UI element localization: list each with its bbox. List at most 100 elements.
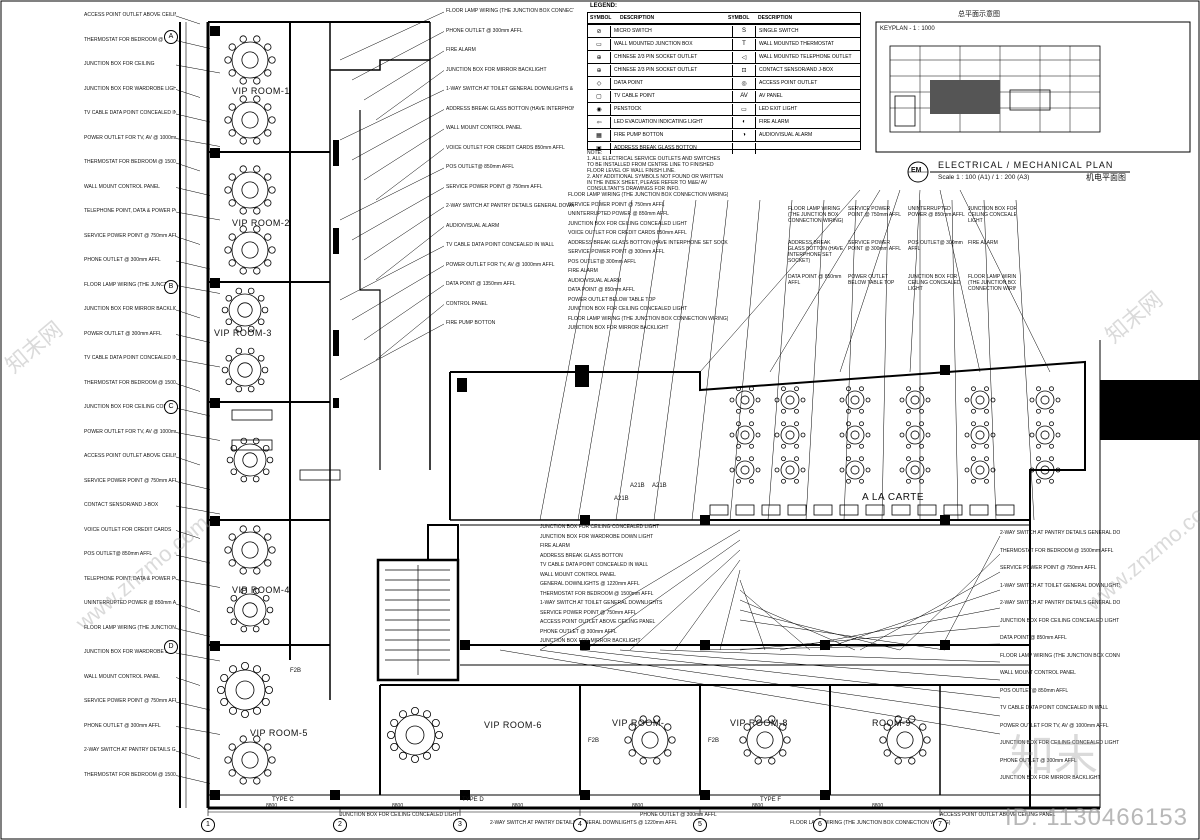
leader-line — [339, 323, 445, 381]
round-table — [224, 525, 276, 575]
grid-bubble-column: 1 — [201, 818, 215, 832]
leader-line — [339, 89, 445, 141]
booth-seat — [735, 504, 755, 516]
annotation-note: SERVICE POWER POINT @ 750mm AFFL — [540, 609, 637, 616]
annotation-note: JUNCTION BOX FOR MIRROR BACKLIGHT — [568, 325, 669, 331]
round-table — [1029, 386, 1061, 414]
round-table — [224, 225, 276, 275]
annotation-note: PHONE OUTLET @ 300mm AFFL — [446, 27, 523, 34]
grid-bubble-column: 3 — [453, 818, 467, 832]
annotation-note: WALL MOUNT CONTROL PANEL — [1000, 670, 1076, 676]
annotation-column-left: ACCESS POINT OUTLET ABOVE CEILING PANELT… — [84, 12, 176, 802]
annotation-note: TV CABLE DATA POINT CONCEALED IN WALL — [1000, 705, 1109, 711]
annotation-note: POWER OUTLET FOR TV, AV @ 1000mm AFFL — [84, 428, 176, 435]
legend-row: ⇦LED EVACUATION INDICATING LIGHT◐FIRE AL… — [588, 115, 860, 128]
annotation-note: POWER OUTLET BELOW TABLE TOP — [568, 296, 656, 303]
leader-line — [175, 432, 221, 441]
leader-line — [363, 50, 445, 101]
round-table — [899, 456, 931, 484]
annotation-note: PHONE OUTLET @ 300mm AFFL — [540, 628, 617, 635]
booth-seat — [891, 504, 911, 516]
round-table — [739, 715, 791, 765]
annotation-note: POS OUTLET@ 850mm AFFL — [1000, 687, 1069, 694]
round-table — [729, 456, 761, 484]
annotation-leader-lines — [175, 11, 1051, 784]
keyplan — [875, 21, 1191, 153]
dimension-label: 8800 — [266, 803, 278, 809]
annotation-note: POS OUTLET@ 850mm AFFL — [446, 164, 515, 170]
annotation-note: FLOOR LAMP WIRING (THE JUNCTION BOX CONN… — [568, 315, 728, 322]
type-label-d: TYPE D — [462, 797, 484, 803]
annotation-note: JUNCTION BOX FOR CEILING CONCEALED LIGHT — [968, 206, 1016, 224]
legend-symbol-icon: ⊘ — [588, 25, 611, 37]
round-table — [1029, 456, 1061, 484]
leader-line — [175, 481, 211, 490]
leader-line — [175, 652, 221, 662]
annotation-note: AUDIO/VISUAL ALARM — [568, 277, 622, 284]
annotation-note: POWER OUTLET BELOW TABLE TOP — [848, 274, 895, 286]
legend-description: SINGLE SWITCH — [759, 28, 799, 34]
room-label-a-la-carte: A LA CARTE — [862, 492, 925, 503]
leader-line — [839, 189, 901, 373]
annotation-note: TELEPHONE POINT, DATA & POWER POINTS @ 7… — [84, 575, 176, 582]
annotation-note: TV CABLE DATA POINT CONCEALED IN WALL — [84, 110, 176, 116]
dimension-label: 8800 — [752, 803, 764, 809]
leader-line — [699, 643, 1001, 651]
annotation-note: DATA POINT @ 850mm AFFL — [1000, 635, 1067, 641]
annotation-note: GENERAL DOWNLIGHTS @ 1220mm AFFL — [540, 581, 640, 587]
round-table — [774, 386, 806, 414]
annotation-note: DATA POINT @ 850mm AFFL — [568, 287, 635, 293]
tag-f2b: F2B — [588, 738, 600, 744]
annotation-note: 1-WAY SWITCH AT TOILET GENERAL DOWNLIGHT… — [1000, 582, 1120, 589]
legend-description: CONTACT SENSOR/AND J-BOX — [759, 67, 834, 73]
grid-bubble-column: 2 — [333, 818, 347, 832]
annotation-note: VOICE OUTLET FOR CREDIT CARDS 850mm AFFL — [568, 230, 687, 236]
tag-a21b: A21B — [630, 483, 645, 489]
leader-line — [175, 628, 211, 637]
leader-line — [805, 199, 825, 521]
legend-description: LED EXIT LIGHT — [759, 106, 798, 112]
booth-seat — [709, 504, 729, 516]
legend-description: FIRE PUMP BOTTON — [611, 129, 733, 141]
annotation-note: THERMOSTAT FOR BEDROOM @ 1500mm AFFL — [1000, 547, 1114, 554]
leader-line — [175, 579, 221, 588]
annotation-note: WALL MOUNT CONTROL PANEL — [84, 183, 160, 190]
leader-line — [729, 199, 761, 521]
grid-bubble-row: B — [164, 280, 178, 294]
legend-description: WALL MOUNTED JUNCTION BOX — [611, 38, 733, 50]
round-table — [386, 707, 443, 764]
leader-line — [339, 245, 445, 301]
tag-a21b: A21B — [614, 496, 629, 502]
annotation-note: WALL MOUNT CONTROL PANEL — [540, 571, 616, 578]
legend-symbol-icon: T — [733, 38, 756, 50]
booth-seat — [969, 504, 989, 516]
leader-line — [739, 599, 856, 651]
legend-row: ◇DATA POINT◎ACCESS POINT OUTLET — [588, 76, 860, 89]
round-table — [221, 347, 269, 393]
annotation-note: FLOOR LAMP WIRING (THE JUNCTION BOX CONN… — [1000, 652, 1120, 659]
leader-line — [375, 70, 445, 121]
leader-line — [175, 15, 201, 25]
annotation-note: JUNCTION BOX FOR CEILING CONCEALED LIGHT — [540, 524, 660, 530]
annotation-note: FIRE ALARM — [568, 268, 598, 274]
annotation-note: JUNCTION BOX FOR CEILING CONCEALED LIGHT — [340, 812, 460, 818]
leader-line — [175, 187, 211, 196]
leader-line — [959, 189, 1051, 373]
annotation-note: JUNCTION BOX FOR WARDROBE DOWN LIGHT — [540, 533, 654, 540]
annotation-note: THERMOSTAT FOR BEDROOM @ 1500mm AFFL — [540, 590, 654, 597]
leader-line — [175, 407, 211, 417]
dimension-line — [207, 808, 1100, 816]
leader-line — [629, 549, 741, 651]
annotation-note: FIRE PUMP BOTTON — [446, 320, 496, 326]
legend-symbol-icon: ⊕ — [588, 51, 611, 63]
annotation-note: POS OUTLET@ 850mm AFFL — [84, 551, 153, 557]
round-table — [216, 662, 273, 719]
leader-line — [339, 11, 445, 61]
annotation-note: PHONE OUTLET @ 300mm AFFL — [640, 812, 717, 818]
annotation-note: JUNCTION BOX FOR MIRROR BACKLIGHT — [84, 306, 176, 312]
leader-line — [175, 726, 221, 735]
annotation-note: SERVICE POWER POINT @ 300mm AFFL — [848, 240, 902, 252]
legend-symbol-icon: ⊕ — [588, 64, 611, 76]
annotation-note: JUNCTION BOX FOR WARDROBE DOWN LIGHT — [84, 649, 176, 655]
leader-line — [739, 609, 901, 651]
